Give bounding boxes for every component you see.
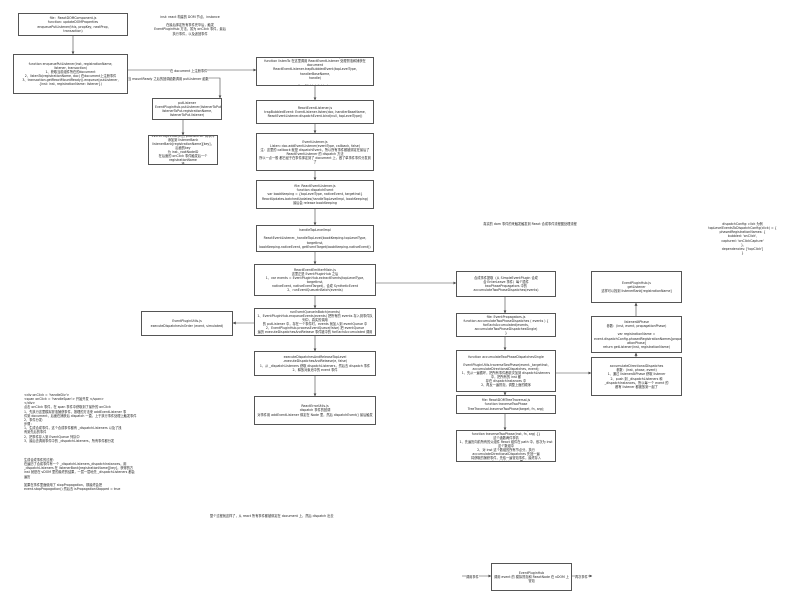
node-event-emitter-mixin: ReactEventEmitterMixin.js 这里正是 EventPlug… xyxy=(254,264,376,296)
node-execute-dispatches: executeDispatchesAndReleaseTopLevel -exe… xyxy=(254,351,376,376)
node-accumulate-two-phase-single: function accumulateTwoPhaseDispatchesSin… xyxy=(456,350,556,392)
note-bottom-caption: 整个过程就这样了，从 react 所有事件都被绑定在 document 上，然后… xyxy=(210,514,334,518)
node-listen-to: file：ReactBrowserEventEmitter.js functio… xyxy=(256,57,374,86)
note-dispatch-config: dispatchConfig: click 为例 topLevelEventsT… xyxy=(708,222,777,256)
edge-label-document: 在 document 上注册事件 xyxy=(170,68,208,73)
node-handle-top-level-impl: handleTopLevelImpl ReactEventListener._h… xyxy=(256,225,374,252)
node-dom-tree-traversal: file: ReactDOMTreeTraversal.js function … xyxy=(456,430,556,462)
edge-label-invoke: 调用事件 xyxy=(466,574,479,579)
node-text: handleTopLevelImpl ReactEventListener._h… xyxy=(259,228,371,249)
edge-n2-n3 xyxy=(128,77,222,99)
node-text: executeDispatchesAndReleaseTopLevel -exe… xyxy=(259,355,371,372)
node-text: accumulateDirectionalDispatches 参数：(inst… xyxy=(604,364,669,389)
node-run-event-queue: runEventQueueInBatch(events) 1、EventPlug… xyxy=(254,308,376,336)
note-mid-title: 真实的 dom 事件的来触发触发到 React 合成事件流程图处理流程 xyxy=(483,222,577,226)
node-event-propagators: file: EventPropagators.js function accum… xyxy=(456,313,556,337)
node-enqueue-put-listener: function enqueuePutListener(inst, regist… xyxy=(13,54,128,94)
node-react-dom-component: file：ReactDOMComponent.js function: upda… xyxy=(18,13,128,36)
node-listener-at-phase: listenerAtPhase 参数：(inst, event, propaga… xyxy=(591,316,682,353)
edge-label-again: 再次事件 xyxy=(575,574,588,579)
node-text: file: EventPropagators.js function accum… xyxy=(463,314,549,336)
node-extract-events: 合成事件提取（从 SimpleEventPlugin 合成 合 EnterLea… xyxy=(456,271,556,297)
node-text: EventListener.js Listen: doc.addEventLis… xyxy=(259,139,371,165)
node-text: EventPluginHub.js getListener 这样可以找到 lis… xyxy=(601,280,672,294)
edge-label-mount-ready: 当 mountReady 之后的回调函数调用 putListener 函数 xyxy=(128,76,209,81)
note-inst-comment: inst: react 构建的 DOM 节点，instance 在最后绑定所有事… xyxy=(154,15,226,36)
node-text: EventPluginHub.js 的 putListener 将事件添加到 l… xyxy=(151,135,215,165)
node-text: file: ReactDOMTreeTraversal.js function … xyxy=(459,431,553,461)
node-text: function accumulateTwoPhaseDispatchesSin… xyxy=(461,354,551,388)
node-text: file: ReactDOMTreeTraversal.js function … xyxy=(467,398,545,411)
node-text: file：ReactBrowserEventEmitter.js functio… xyxy=(264,57,366,86)
note-left-code: <div onClick = 'handleDiv'> <span onClic… xyxy=(24,393,137,443)
node-put-listener: putListener EventPluginHub.putListener(l… xyxy=(152,98,222,120)
node-react-error-utils: ReactErrorUtils.js dispatch 事件的回调 对事件用 a… xyxy=(254,396,376,425)
node-accumulate-directional: accumulateDirectionalDispatches 参数：(inst… xyxy=(591,357,682,396)
node-text: EventPluginUtils.js executeDispatchesInO… xyxy=(150,319,224,328)
node-event-plugin-utils: EventPluginUtils.js executeDispatchesInO… xyxy=(141,311,233,336)
node-get-listener: EventPluginHub.js getListener 这样可以找到 lis… xyxy=(591,271,682,303)
node-text: EventPluginHub 调用 event 的 模拟冒泡和 ReactNod… xyxy=(494,570,569,584)
node-dispatch-event: file: ReactEventListener.js function dis… xyxy=(256,180,374,209)
node-text: file: ReactEventListener.js function dis… xyxy=(261,184,369,205)
node-text: ReactEventListener.js trapBubbledEvent: … xyxy=(264,105,366,119)
node-text: 合成事件提取（从 SimpleEventPlugin 合成 合 EnterLea… xyxy=(473,275,539,293)
node-text: ReactEventEmitterMixin.js 这里正是 EventPlug… xyxy=(265,267,365,293)
node-text: putListener EventPluginHub.putListener(l… xyxy=(155,100,222,118)
node-text: listenerAtPhase 参数：(inst, event, propaga… xyxy=(594,320,682,349)
node-text: runEventQueueInBatch(events) 1、EventPlug… xyxy=(257,309,373,335)
node-listener-bank: EventPluginHub.js 的 putListener 将事件添加到 l… xyxy=(148,135,218,165)
node-text: ReactErrorUtils.js dispatch 事件的回调 对事件用 a… xyxy=(257,404,373,417)
node-text: file：ReactDOMComponent.js function: upda… xyxy=(37,16,109,33)
node-traverse-two-phase: file: ReactDOMTreeTraversal.js function … xyxy=(456,395,556,414)
node-trap-bubbled-event: ReactEventListener.js trapBubbledEvent: … xyxy=(256,100,374,124)
node-event-plugin-hub-bottom: EventPluginHub 调用 event 的 模拟冒泡和 ReactNod… xyxy=(491,563,572,591)
note-left-code-2: 生成合成事件的过程： 在遍历了合成事件有一个 _dispatchListener… xyxy=(24,458,135,492)
node-text: function enqueuePutListener(inst, regist… xyxy=(22,61,119,87)
node-event-listener-listen: EventListener.js Listen: doc.addEventLis… xyxy=(256,133,374,171)
